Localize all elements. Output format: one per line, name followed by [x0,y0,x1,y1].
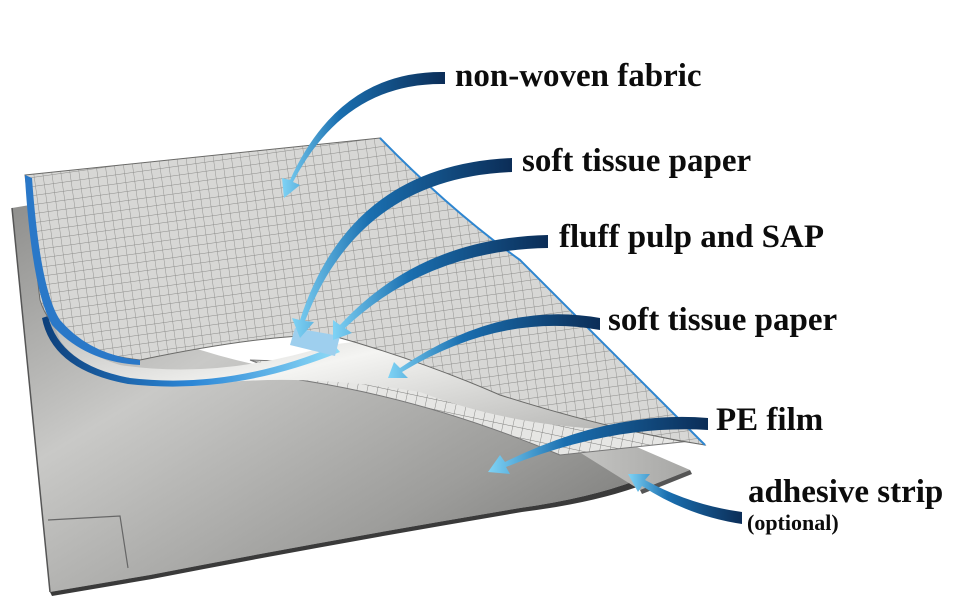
callout-arrows [282,71,742,524]
arrow-tissue-top [292,158,512,338]
label-non-woven-fabric: non-woven fabric [455,58,702,94]
arrow-nonwoven [282,71,445,198]
fluff-core-layer [40,290,640,430]
pe-film-layer [11,205,668,596]
label-soft-tissue-paper-top: soft tissue paper [522,143,752,179]
arrow-adhesive [628,474,742,524]
arrow-fluff [333,235,548,340]
label-adhesive-strip: adhesive strip [748,474,944,510]
arrow-tissue-bottom [388,314,600,378]
label-pe-film: PE film [716,402,824,438]
arrow-pe-film [488,416,708,474]
label-optional: (optional) [747,510,839,535]
label-fluff-pulp-sap: fluff pulp and SAP [559,219,825,255]
label-soft-tissue-paper-bottom: soft tissue paper [608,302,838,338]
